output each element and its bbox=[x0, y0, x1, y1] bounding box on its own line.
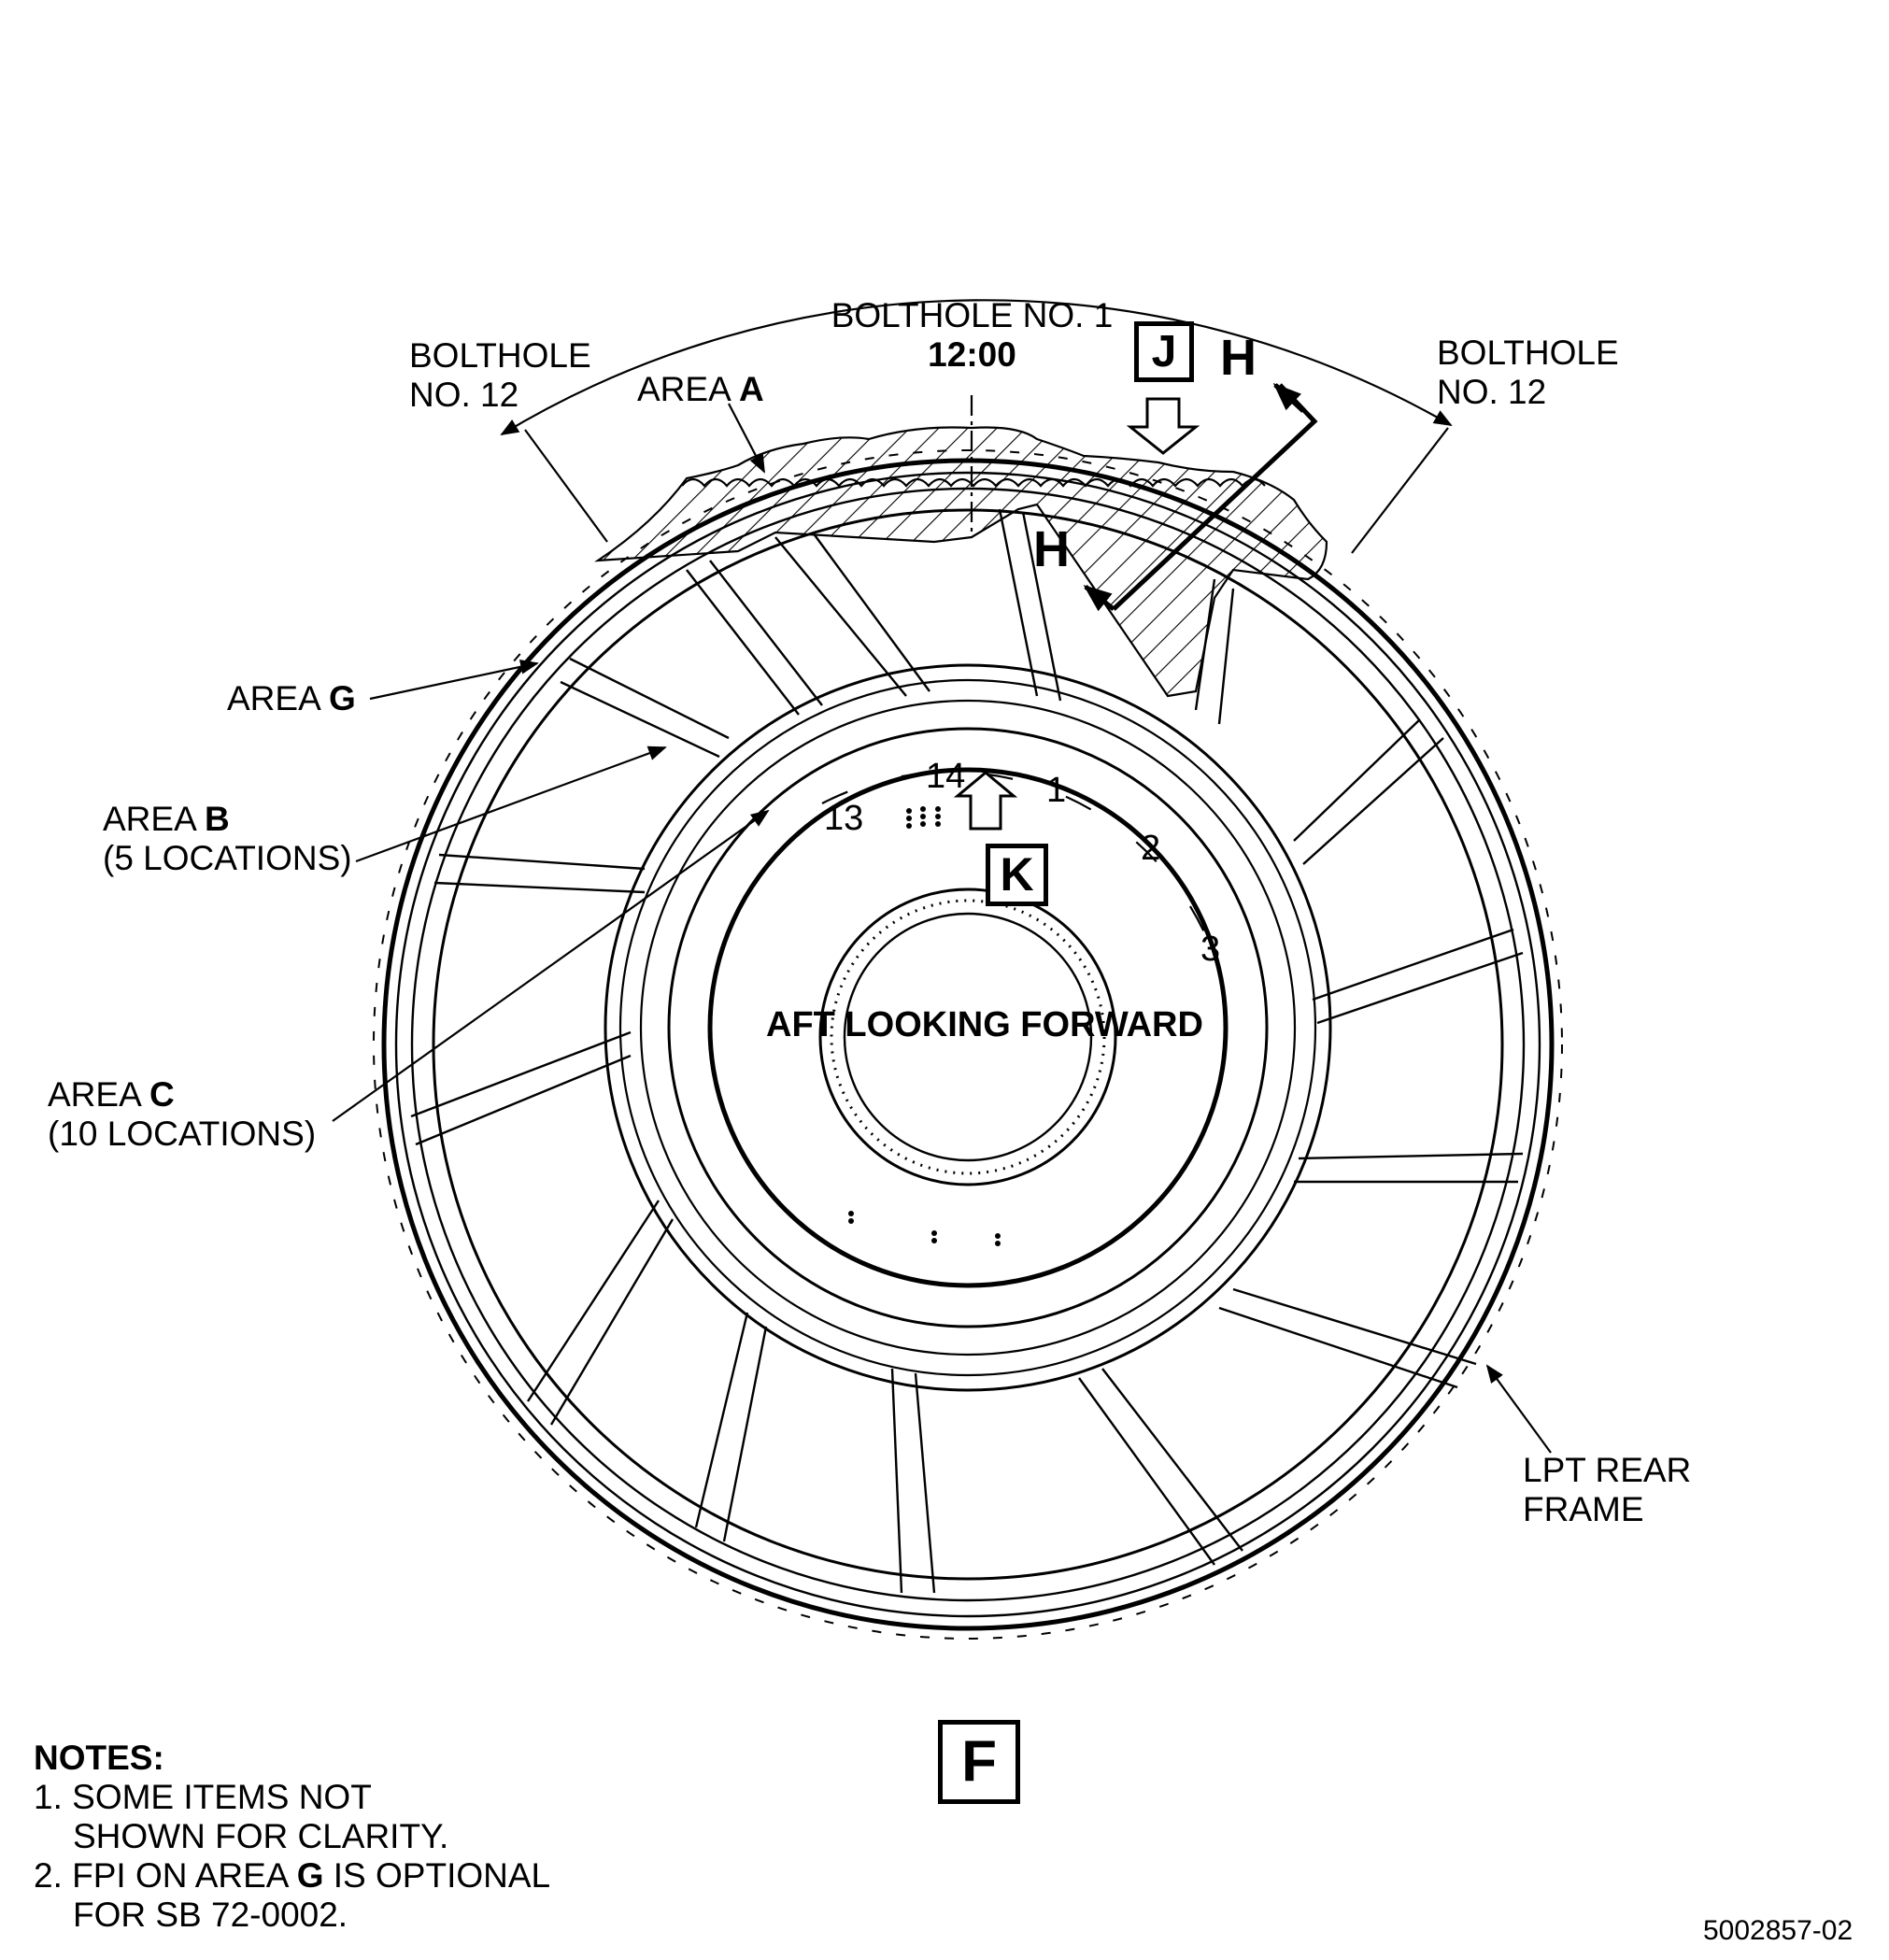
area-b-label: AREA B (5 LOCATIONS) bbox=[103, 800, 352, 878]
view-k-arrow bbox=[953, 771, 1018, 831]
section-cut-h-line-2 bbox=[1083, 585, 1115, 612]
strut-number-14: 14 bbox=[926, 757, 966, 796]
area-g-prefix: AREA bbox=[227, 679, 329, 717]
outer-ring-scallop bbox=[373, 449, 1563, 1640]
section-cut-h-arrow-top bbox=[1272, 382, 1305, 413]
hub-ring-2 bbox=[618, 678, 1317, 1377]
notes-block: NOTES: 1. SOME ITEMS NOT SHOWN FOR CLARI… bbox=[34, 1739, 550, 1935]
view-box-j: J bbox=[1134, 321, 1194, 382]
bore-ring-outer bbox=[818, 888, 1117, 1186]
bolthole-left-line2: NO. 12 bbox=[409, 376, 519, 414]
area-b-prefix: AREA bbox=[103, 800, 205, 838]
notes-heading: NOTES: bbox=[34, 1739, 164, 1777]
note-2-suffix: IS OPTIONAL bbox=[323, 1856, 551, 1895]
strut-number-1: 1 bbox=[1046, 771, 1067, 810]
view-box-k: K bbox=[986, 844, 1048, 906]
section-mark-h-top: H bbox=[1220, 330, 1257, 386]
area-g-label: AREA G bbox=[227, 679, 356, 718]
bolthole-span-arc bbox=[500, 299, 1453, 436]
lpt-rear-frame-label: LPT REAR FRAME bbox=[1523, 1451, 1691, 1529]
bolthole-top-clock: 12:00 bbox=[928, 335, 1016, 374]
view-caption: AFT LOOKING FORWARD bbox=[766, 1005, 1203, 1044]
area-a-prefix: AREA bbox=[637, 370, 739, 408]
bolthole-right-line1: BOLTHOLE bbox=[1437, 334, 1619, 372]
area-c-prefix: AREA bbox=[48, 1075, 149, 1114]
bolthole-right-line2: NO. 12 bbox=[1437, 373, 1547, 411]
area-a-letter: A bbox=[739, 370, 764, 408]
section-mark-h-bottom: H bbox=[1033, 521, 1070, 577]
outer-ring-2 bbox=[394, 471, 1541, 1618]
area-a-section bbox=[593, 426, 1328, 698]
hub-ring-1 bbox=[604, 663, 1332, 1392]
bolthole-top-line1: BOLTHOLE NO. 1 bbox=[831, 296, 1114, 334]
outer-ring-4 bbox=[432, 508, 1504, 1581]
area-c-count: (10 LOCATIONS) bbox=[48, 1115, 317, 1153]
area-g-letter: G bbox=[329, 679, 356, 717]
area-c-letter: C bbox=[149, 1075, 175, 1114]
outer-ring bbox=[381, 458, 1555, 1631]
bolthole-top-label: BOLTHOLE NO. 1 12:00 bbox=[830, 296, 1115, 375]
hub-fastener-dots bbox=[848, 806, 1001, 1246]
outer-ring-3 bbox=[410, 487, 1526, 1602]
note-1-line2: SHOWN FOR CLARITY. bbox=[73, 1817, 449, 1855]
bolthole-left-line1: BOLTHOLE bbox=[409, 336, 591, 375]
area-b-letter: B bbox=[205, 800, 230, 838]
figure-id: 5002857-02 bbox=[1703, 1915, 1853, 1946]
note-2-line2: FOR SB 72-0002. bbox=[73, 1896, 348, 1934]
bolthole-right-label: BOLTHOLE NO. 12 bbox=[1437, 334, 1619, 412]
area-c-label: AREA C (10 LOCATIONS) bbox=[48, 1075, 316, 1154]
struts bbox=[410, 508, 1524, 1594]
view-box-f: F bbox=[938, 1720, 1020, 1804]
strut-number-2: 2 bbox=[1141, 829, 1161, 868]
bore-ring-holes bbox=[830, 899, 1106, 1175]
leaders bbox=[332, 403, 1552, 1454]
lpt-line2: FRAME bbox=[1523, 1490, 1644, 1528]
hub-ring-3 bbox=[639, 699, 1297, 1356]
area-b-count: (5 LOCATIONS) bbox=[103, 839, 352, 877]
view-j-arrow bbox=[1126, 397, 1200, 455]
bore-ring-inner bbox=[843, 912, 1093, 1162]
lpt-line1: LPT REAR bbox=[1523, 1451, 1692, 1489]
strut-number-3: 3 bbox=[1200, 930, 1221, 969]
strut-number-13: 13 bbox=[824, 799, 864, 838]
note-2-letter: G bbox=[296, 1856, 324, 1895]
area-a-label: AREA A bbox=[637, 370, 764, 409]
note-1-line1: 1. SOME ITEMS NOT bbox=[34, 1778, 372, 1816]
bolthole-left-label: BOLTHOLE NO. 12 bbox=[409, 336, 591, 415]
note-2-prefix: 2. FPI ON AREA bbox=[34, 1856, 297, 1895]
